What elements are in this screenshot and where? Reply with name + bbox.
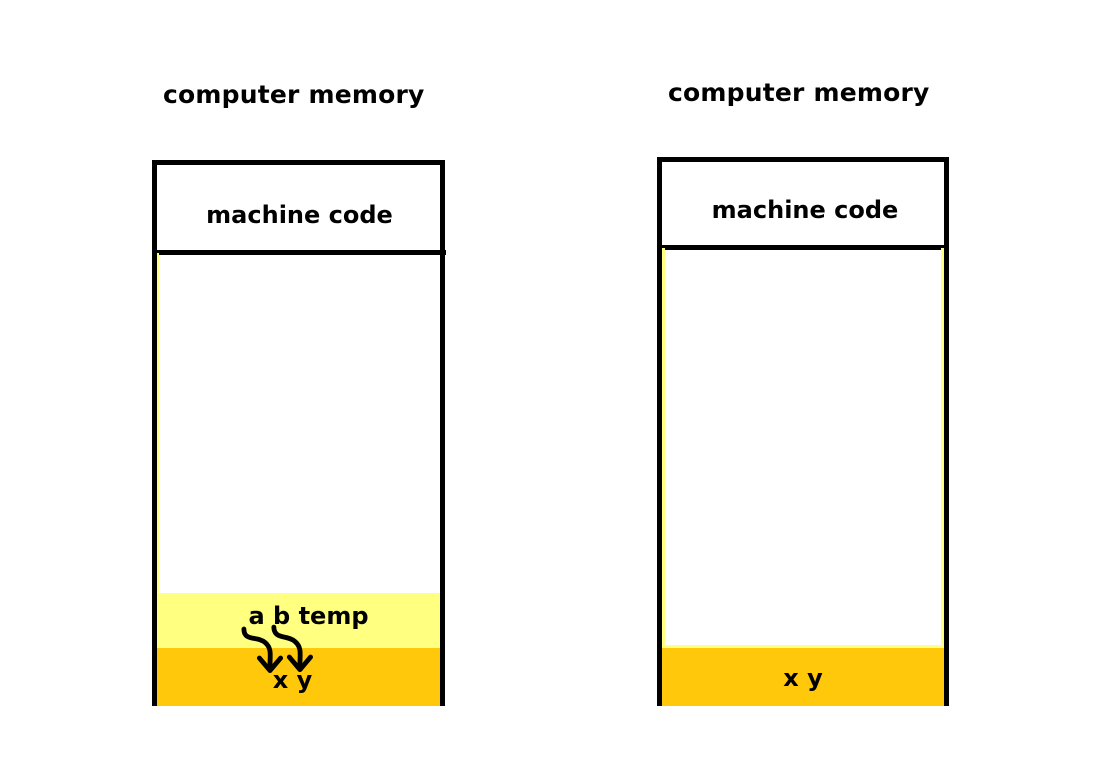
machine-code-label-right: machine code <box>711 196 899 224</box>
machine-code-region-right: machine code <box>662 162 944 250</box>
machine-code-divider-left <box>157 250 446 255</box>
memory-panel-left: computer memory machine code a b temp x … <box>152 80 446 706</box>
machine-code-region-left: machine code <box>157 165 440 255</box>
free-memory-rim-bottom-right <box>662 645 944 648</box>
light-yellow-band-left: a b temp <box>157 593 440 648</box>
free-memory-rim-left-right <box>662 248 665 648</box>
memory-panel-right: computer memory machine code x y <box>540 0 1101 761</box>
orange-band-label-right: x y <box>783 664 823 692</box>
orange-band-right: x y <box>662 648 944 706</box>
free-memory-rim-left <box>157 253 159 593</box>
free-memory-rim-right-right <box>941 248 944 648</box>
panel-title-right: computer memory <box>668 78 930 107</box>
orange-band-left: x y <box>157 648 440 706</box>
panel-title-left: computer memory <box>163 80 425 109</box>
memory-column-left: machine code a b temp x y <box>152 160 446 706</box>
machine-code-divider-right <box>662 245 949 250</box>
light-yellow-band-label-left: a b temp <box>248 602 369 630</box>
machine-code-label-left: machine code <box>206 201 393 229</box>
orange-band-label-left: x y <box>272 666 313 694</box>
memory-column-right: machine code x y <box>657 157 949 706</box>
